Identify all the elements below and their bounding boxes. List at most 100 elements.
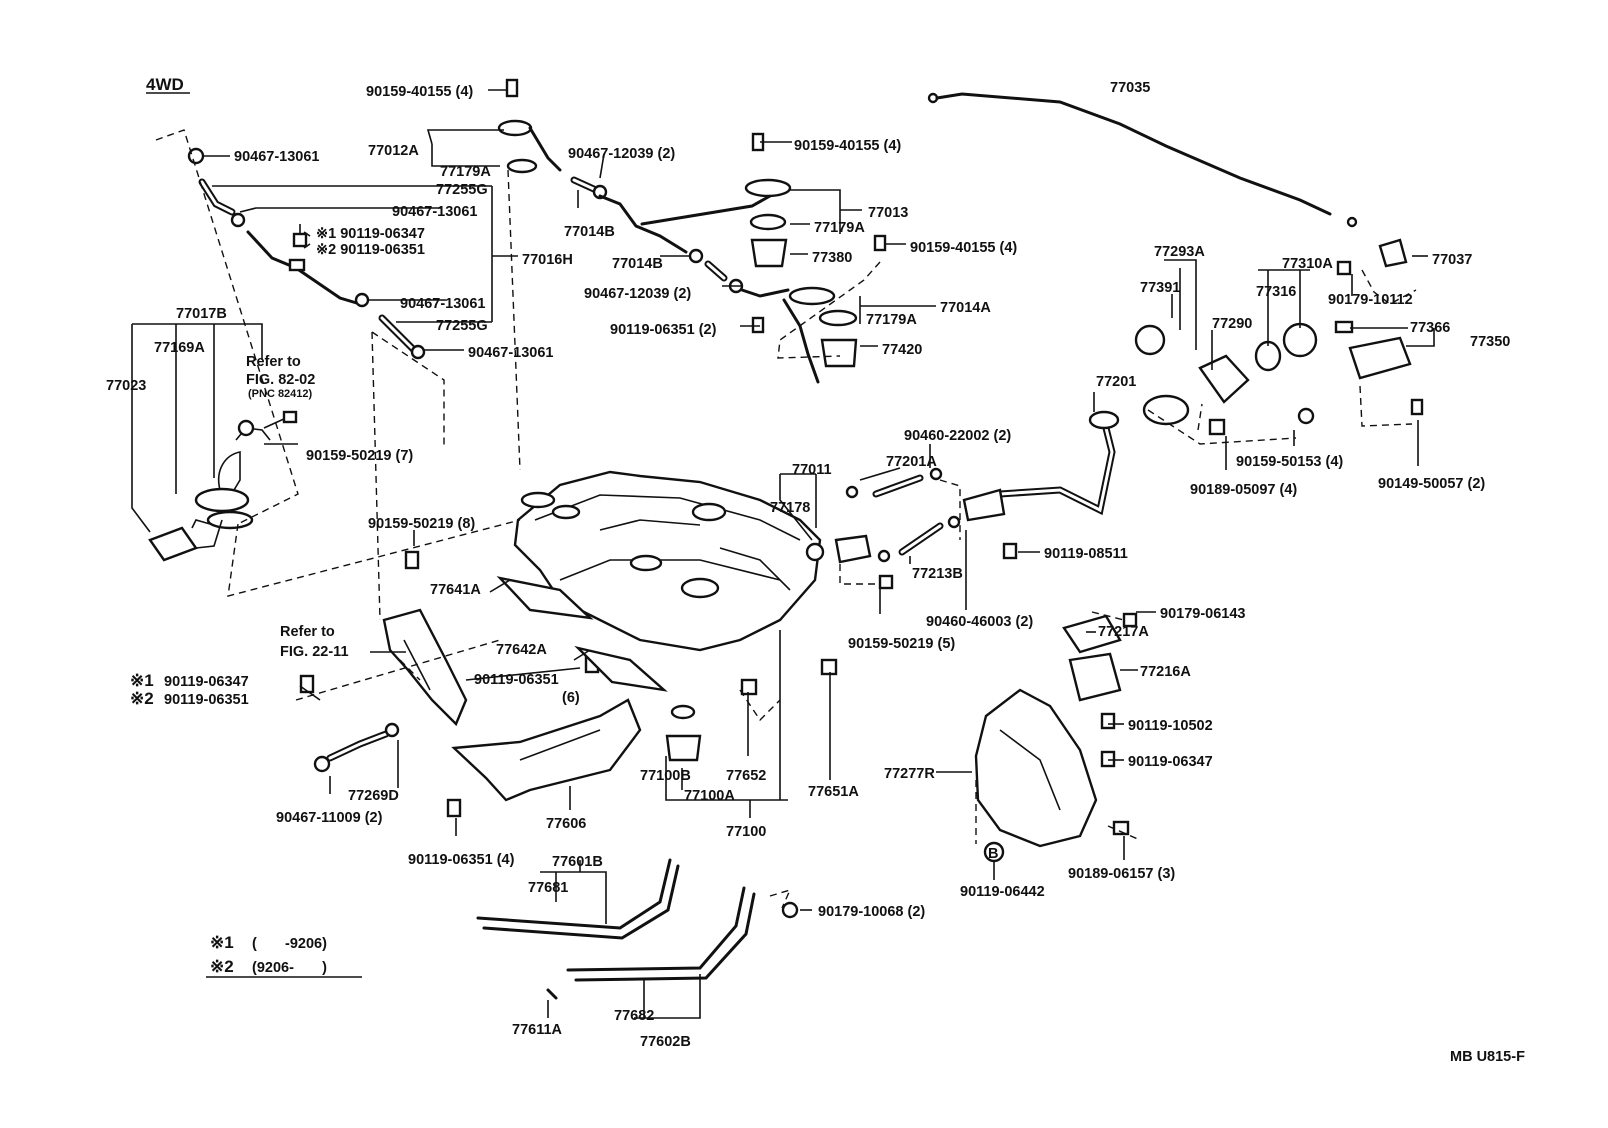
part-label: 90119-06351 (4) xyxy=(408,852,515,868)
fuel-tank xyxy=(513,470,825,652)
part-label: 77013 xyxy=(868,205,908,221)
part-label: 90189-05097 (4) xyxy=(1190,482,1297,498)
part-label: 77255G xyxy=(436,318,488,334)
part-label: 90159-40155 (4) xyxy=(366,84,473,100)
refer-note-82-pnc: (PNC 82412) xyxy=(248,388,313,400)
part-label: 77290 xyxy=(1212,316,1252,332)
part-label: ※1 xyxy=(130,671,154,690)
callout-labels: 90159-40155 (4) 90467-13061 77012A 77179… xyxy=(106,80,1510,1050)
tank-bands xyxy=(476,858,799,1000)
part-label: 77011 xyxy=(792,462,832,478)
protector-plates xyxy=(446,576,668,818)
part-label: 77642A xyxy=(496,642,547,658)
part-label: 90467-13061 xyxy=(234,149,319,165)
part-label: 90119-06351 xyxy=(474,672,559,688)
filler-neck-assembly xyxy=(962,260,1424,522)
part-label: 77651A xyxy=(808,784,859,800)
part-label: 77014A xyxy=(940,300,991,316)
part-label: 77016H xyxy=(522,252,573,268)
part-label: ※2 xyxy=(130,689,154,708)
part-label: 77611A xyxy=(512,1022,563,1038)
part-label: 90119-06347 xyxy=(1128,754,1213,770)
part-label: 90467-12039 (2) xyxy=(584,286,691,302)
hose-77269D xyxy=(313,722,400,773)
part-label: 77100A xyxy=(684,788,735,804)
part-label: 77682 xyxy=(614,1008,654,1024)
part-label: 77100B xyxy=(640,768,691,784)
part-label: 77178 xyxy=(770,500,810,516)
part-label: 77014B xyxy=(564,224,615,240)
part-label: 77391 xyxy=(1140,280,1180,296)
part-label: 77017B xyxy=(176,306,227,322)
part-label: 90119-08511 xyxy=(1044,546,1128,562)
part-label: 77012A xyxy=(368,143,419,159)
refer-note-22-line1: Refer to xyxy=(280,624,335,640)
refer-note-22-line2: FIG. 22-11 xyxy=(280,644,349,660)
part-label: 90159-50219 (7) xyxy=(306,448,413,464)
legend-range-1: ( -9206) xyxy=(252,936,327,952)
part-label: 77023 xyxy=(106,378,146,394)
part-label: 77179A xyxy=(814,220,865,236)
part-label: ※1 90119-06347 xyxy=(316,226,425,242)
part-label: 90179-10068 (2) xyxy=(818,904,925,920)
part-label: 77601B xyxy=(552,854,603,870)
sender-gauge-right xyxy=(744,132,887,368)
part-label: 90159-50219 (8) xyxy=(368,516,475,532)
part-label: 90159-40155 (4) xyxy=(910,240,1017,256)
part-label: 90460-22002 (2) xyxy=(904,428,1011,444)
fuel-hoses-left xyxy=(187,147,426,360)
part-label: 90119-10502 xyxy=(1128,718,1213,734)
fuel-lid-cable xyxy=(927,92,1408,268)
part-label: 90159-40155 (4) xyxy=(794,138,901,154)
part-label: 90467-13061 xyxy=(468,345,553,361)
part-label: ※2 90119-06351 xyxy=(316,242,425,258)
legend-mark-1: ※1 xyxy=(210,933,234,952)
part-label: 77035 xyxy=(1110,80,1150,96)
part-label: 77014B xyxy=(612,256,663,272)
tank-pads xyxy=(665,658,838,762)
part-label: 77179A xyxy=(440,164,491,180)
part-label: 90159-50219 (5) xyxy=(848,636,955,652)
part-label: 77217A xyxy=(1098,624,1149,640)
part-label: 90119-06351 xyxy=(164,692,249,708)
part-label: 77179A xyxy=(866,312,917,328)
part-label: 77310A xyxy=(1282,256,1333,272)
part-label: 77100 xyxy=(726,824,766,840)
part-label: 77293A xyxy=(1154,244,1205,260)
part-label: 90467-12039 (2) xyxy=(568,146,675,162)
part-label: 77037 xyxy=(1432,252,1472,268)
part-label: 90189-06157 (3) xyxy=(1068,866,1175,882)
part-label: 77277R xyxy=(884,766,935,782)
part-label: 77213B xyxy=(912,566,963,582)
part-label: 90460-46003 (2) xyxy=(926,614,1033,630)
legend-mark-2: ※2 xyxy=(210,957,234,976)
part-label: B xyxy=(988,846,998,862)
part-label: 90119-06347 xyxy=(164,674,249,690)
sender-gauge-left xyxy=(497,78,562,174)
part-label: 77641A xyxy=(430,582,481,598)
part-label: 77269D xyxy=(348,788,399,804)
part-label: 77681 xyxy=(528,880,568,896)
figure-code: MB U815-F xyxy=(1450,1049,1525,1065)
part-label: 77201 xyxy=(1096,374,1136,390)
variant-label: 4WD xyxy=(146,75,184,94)
part-label: 90119-06351 (2) xyxy=(610,322,717,338)
part-label: 90179-06143 xyxy=(1160,606,1245,622)
refer-note-82-line1: Refer to xyxy=(246,354,301,370)
refer-note-82-line2: FIG. 82-02 xyxy=(246,372,315,388)
part-label: 77216A xyxy=(1140,664,1191,680)
part-label: (6) xyxy=(562,690,580,706)
part-label: 77316 xyxy=(1256,284,1296,300)
part-label: 77380 xyxy=(812,250,852,266)
part-label: 90149-50057 (2) xyxy=(1378,476,1485,492)
breather-hoses xyxy=(834,467,1018,590)
heat-insulator xyxy=(974,612,1138,863)
part-label: 77366 xyxy=(1410,320,1450,336)
vent-pipes-center xyxy=(570,176,820,384)
legend-range-2: (9206- ) xyxy=(252,960,327,976)
part-label: 90467-13061 xyxy=(400,296,485,312)
part-label: 90179-10112 xyxy=(1328,292,1413,308)
part-label: 77602B xyxy=(640,1034,691,1050)
fuel-pump-assembly xyxy=(148,410,298,562)
